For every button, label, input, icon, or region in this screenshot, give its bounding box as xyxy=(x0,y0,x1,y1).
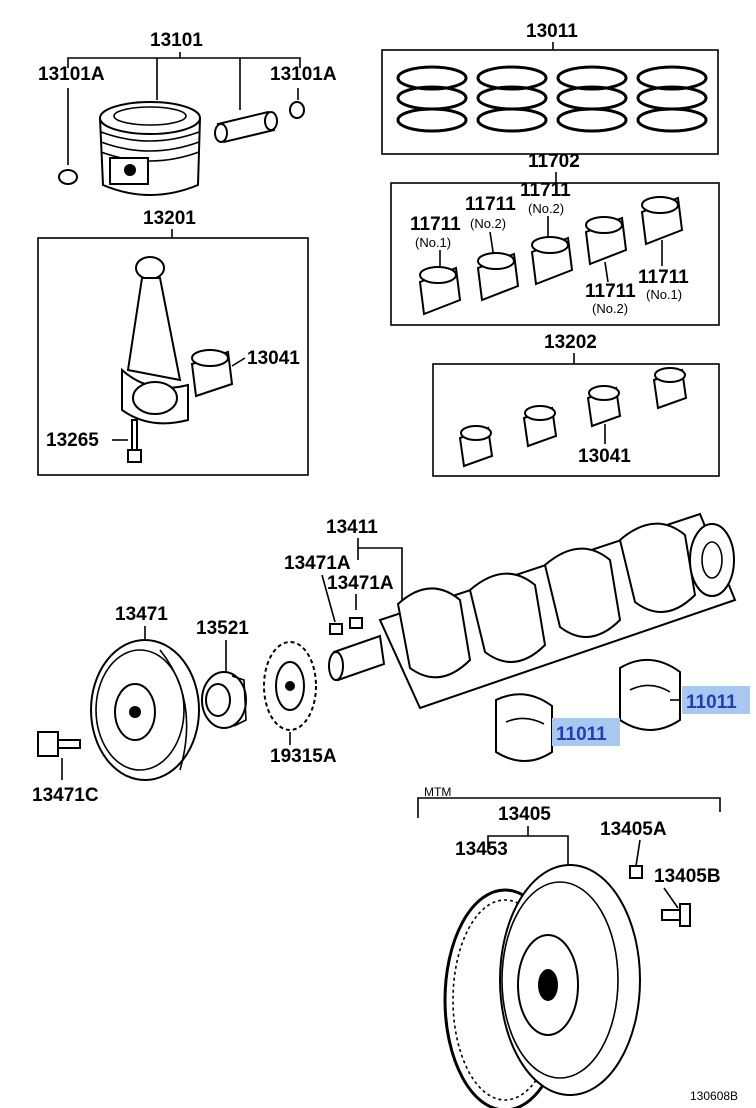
dowel-pin xyxy=(629,865,643,879)
label-13101a-right[interactable]: 13101A xyxy=(270,64,337,85)
crank-key-2 xyxy=(349,617,363,629)
main-bearing-shell-2 xyxy=(476,252,520,302)
label-11711-top[interactable]: 11711 xyxy=(520,180,571,201)
label-13405a[interactable]: 13405A xyxy=(600,819,667,840)
connecting-rod xyxy=(121,256,189,425)
piston-ring-box xyxy=(381,49,719,155)
conrod-bearing-set: 13202 13041 xyxy=(432,332,720,477)
conrod-bolt xyxy=(127,419,142,463)
thrust-washer-left xyxy=(495,693,553,762)
connecting-rod-group: 13201 13041 13265 xyxy=(37,208,309,476)
label-13411[interactable]: 13411 xyxy=(326,517,378,538)
label-11702[interactable]: 11702 xyxy=(528,151,580,172)
label-11711-no1-right-sub: (No.1) xyxy=(646,287,682,302)
conrod-bearing-shell-1 xyxy=(458,425,494,468)
highlight-11011-left xyxy=(552,718,620,746)
main-bearing-shell-5 xyxy=(640,196,684,246)
thrust-washer-right xyxy=(619,658,681,731)
label-11711-no1-left-sub: (No.1) xyxy=(415,235,451,250)
label-13201[interactable]: 13201 xyxy=(143,208,196,229)
flywheel-bolt xyxy=(661,903,691,927)
ring-stack-4 xyxy=(636,65,708,133)
label-13405b[interactable]: 13405B xyxy=(654,866,721,887)
label-13405[interactable]: 13405 xyxy=(498,804,551,825)
flywheel-group: MTM 13405 13405A 13453 13405B xyxy=(417,785,721,1108)
conrod-bearing-shell-2 xyxy=(522,405,558,448)
label-13041-conrod[interactable]: 13041 xyxy=(247,348,300,369)
main-bearing-shell-4 xyxy=(584,216,628,266)
flywheel xyxy=(499,864,641,1096)
crank-pulley xyxy=(90,639,200,781)
crank-timing-gear xyxy=(201,671,247,729)
label-11711-no2-right[interactable]: 11711 xyxy=(585,281,636,302)
crank-gear-group: 13521 19315A xyxy=(196,618,337,767)
ring-stack-1 xyxy=(396,65,468,133)
conrod-bearing-shell-3 xyxy=(586,385,622,428)
label-11711-no1-left[interactable]: 11711 xyxy=(410,214,461,235)
label-11711-top-sub: (No.2) xyxy=(528,201,564,216)
piston-group: 13101 13101A 13101A xyxy=(38,30,337,196)
figure-code: 130608B xyxy=(690,1089,738,1103)
piston-ring-set: 13011 xyxy=(381,21,719,155)
label-13521[interactable]: 13521 xyxy=(196,618,249,639)
ring-stack-2 xyxy=(476,65,548,133)
label-13202[interactable]: 13202 xyxy=(544,332,597,353)
label-11711-no2-left-sub: (No.2) xyxy=(470,216,506,231)
conrod-bearing-box xyxy=(432,363,720,477)
main-bearing-set: 11702 11711 (No.2) 11711 (No.2) 11711 (N… xyxy=(390,151,720,326)
main-bearing-shell-3 xyxy=(530,236,574,286)
main-bearing-box xyxy=(390,182,720,326)
piston xyxy=(98,101,202,196)
snap-ring-right xyxy=(289,101,305,119)
label-13471[interactable]: 13471 xyxy=(115,604,168,625)
conrod-bearing-shell xyxy=(190,349,234,398)
label-13101[interactable]: 13101 xyxy=(150,30,203,51)
label-13041-set[interactable]: 13041 xyxy=(578,446,631,467)
pulley-bolt xyxy=(37,731,81,757)
connecting-rod-box xyxy=(37,237,309,476)
label-19315a[interactable]: 19315A xyxy=(270,746,337,767)
label-11011-left[interactable]: 11011 xyxy=(556,724,607,745)
label-mtm: MTM xyxy=(424,785,451,799)
label-11711-no2-left[interactable]: 11711 xyxy=(465,194,516,215)
label-13101a-left[interactable]: 13101A xyxy=(38,64,105,85)
highlight-11011-right xyxy=(682,686,750,714)
label-13471a-left[interactable]: 13471A xyxy=(284,553,351,574)
timing-sprocket xyxy=(263,641,317,731)
crankshaft xyxy=(328,512,737,710)
crankshaft-group: 13411 13471A 13471A xyxy=(284,512,737,710)
main-bearing-shell-1 xyxy=(418,266,462,316)
label-13265[interactable]: 13265 xyxy=(46,430,99,451)
ring-stack-3 xyxy=(556,65,628,133)
label-13471c[interactable]: 13471C xyxy=(32,785,99,806)
label-13471a-right[interactable]: 13471A xyxy=(327,573,394,594)
label-11711-no1-right[interactable]: 11711 xyxy=(638,267,689,288)
piston-pin xyxy=(214,110,278,144)
thrust-washers: 11011 11011 xyxy=(495,658,750,762)
snap-ring-left xyxy=(58,169,78,185)
crank-pulley-group: 13471 13471C xyxy=(32,604,200,806)
conrod-bearing-shell-4 xyxy=(652,367,688,410)
label-11711-no2-right-sub: (No.2) xyxy=(592,301,628,316)
crank-key-1 xyxy=(329,623,343,635)
label-13011[interactable]: 13011 xyxy=(526,21,578,42)
label-11011-right[interactable]: 11011 xyxy=(686,692,737,713)
label-13453[interactable]: 13453 xyxy=(455,839,508,860)
